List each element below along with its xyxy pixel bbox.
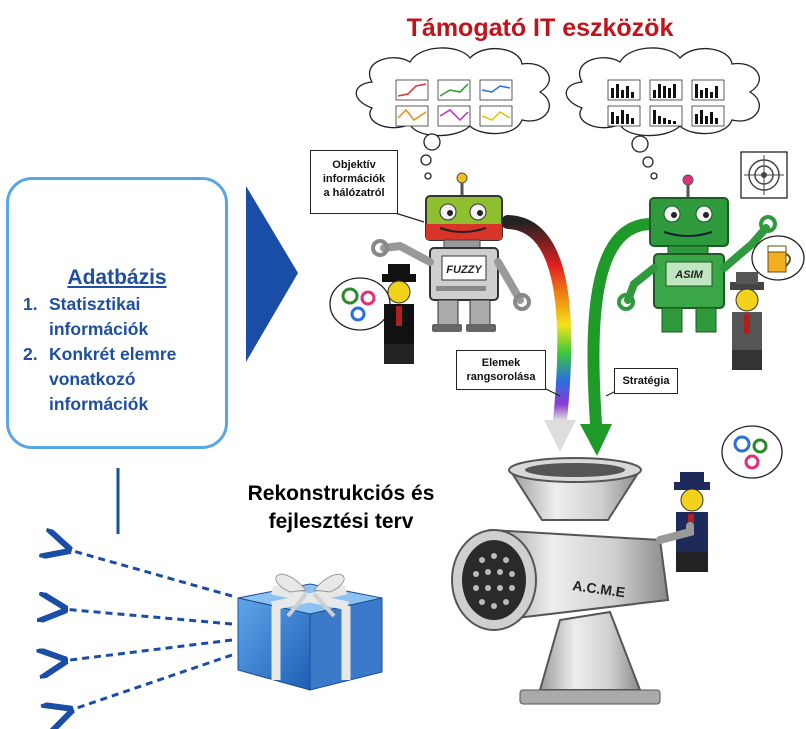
lego-figure-left (382, 264, 416, 364)
lego-figure-right (730, 272, 764, 370)
asim-robot (617, 174, 777, 333)
list-item-number: 2. (23, 344, 38, 364)
beer-icon (751, 235, 805, 281)
mini-charts-left (395, 79, 513, 127)
callout-line: Stratégia (622, 375, 670, 387)
output-arrows (62, 549, 233, 711)
gift-box-icon (237, 573, 383, 691)
meat-grinder: A.C.M.E (451, 457, 694, 705)
plan-line-2: fejlesztési terv (268, 510, 414, 533)
fuzzy-robot (371, 172, 531, 332)
reconstruction-plan-label: Rekonstrukciós és fejlesztési terv (196, 480, 486, 536)
callout-line: információk (322, 173, 386, 185)
list-item-text: Konkrét elemre vonatkozó információk (49, 344, 177, 414)
callout-line: Elemek (481, 357, 521, 369)
database-title: Adatbázis (67, 266, 167, 289)
strategy-arrowhead (580, 424, 612, 456)
gears-bubble-right (721, 425, 783, 479)
ranking-callout: Elemek rangsorolása (456, 350, 546, 390)
list-item: 1. Statisztikai információk (23, 292, 233, 342)
objective-info-callout: Objektív információk a hálózatról (310, 150, 398, 214)
strategy-flow-arrow (587, 218, 656, 430)
callout-line: Objektív (332, 159, 376, 171)
callout-line: rangsorolása (466, 371, 536, 383)
list-item-number: 1. (23, 294, 38, 314)
lego-figure-grinder (674, 472, 710, 572)
ranking-arrowhead (544, 420, 576, 452)
fuzzy-robot-label: FUZZY (446, 264, 483, 276)
page-title: Támogató IT eszközök (406, 14, 674, 42)
ranking-callout-pointer (543, 387, 561, 397)
ranking-flow-arrow (501, 215, 572, 427)
flow-triangle (246, 186, 298, 362)
grinder-brand-label: A.C.M.E (572, 577, 627, 600)
plan-line-1: Rekonstrukciós és (247, 482, 435, 505)
mini-barcharts-right (607, 79, 725, 127)
target-icon (740, 151, 788, 199)
database-info-list: 1. Statisztikai információk 2. Konkrét e… (23, 292, 233, 417)
asim-robot-label: ASIM (674, 269, 703, 281)
callout-line: a hálózatról (323, 187, 385, 199)
list-item: 2. Konkrét elemre vonatkozó információk (23, 342, 233, 417)
list-item-text: Statisztikai információk (49, 294, 149, 339)
strategy-callout: Stratégia (614, 368, 678, 394)
gears-bubble-left (329, 277, 391, 331)
database-panel: Adatbázis 1. Statisztikai információk 2.… (6, 177, 228, 449)
